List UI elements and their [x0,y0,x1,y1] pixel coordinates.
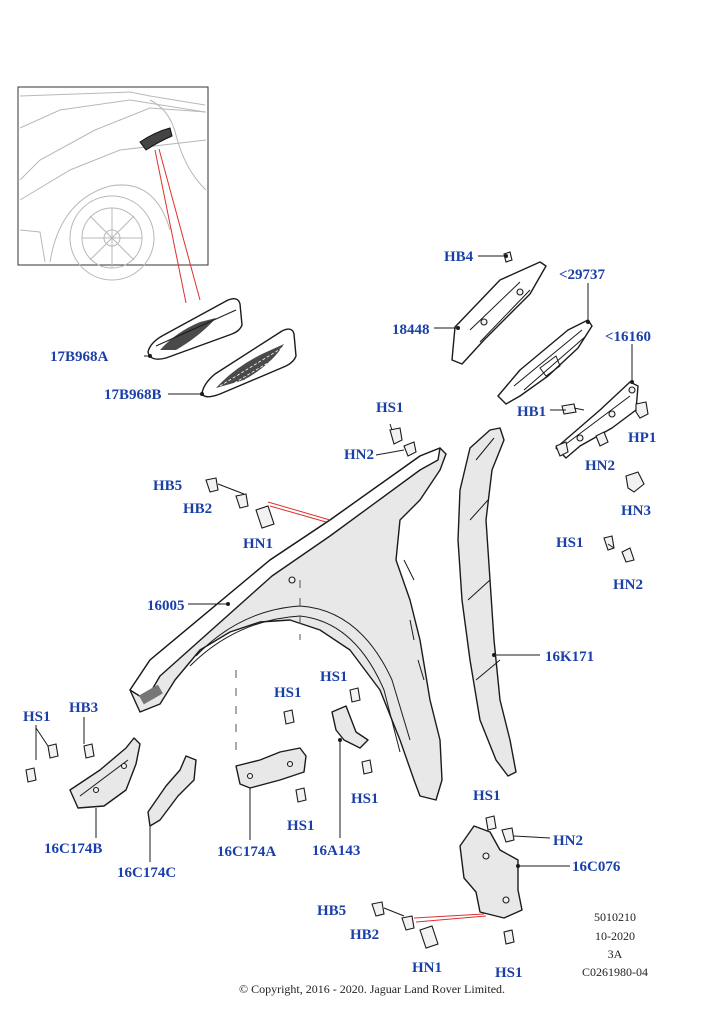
label-16160[interactable]: <16160 [605,329,651,345]
screw-hs1-b [389,427,403,445]
label-hn1-a[interactable]: HN1 [243,536,273,552]
screw-hs1-c [47,743,59,759]
label-hp1[interactable]: HP1 [628,430,656,446]
nut-hn2-c [403,441,417,457]
screw-hs1-f [295,787,307,803]
label-17b968b[interactable]: 17B968B [104,387,162,403]
leader-lines [35,254,634,868]
nut-hn2-b [621,547,635,563]
label-hb2-b[interactable]: HB2 [350,927,379,943]
label-hn2-d[interactable]: HN2 [553,833,583,849]
label-16k171[interactable]: 16K171 [545,649,594,665]
bracket-16a143 [331,705,369,749]
screw-hs1-j [503,929,515,945]
screw-hs1-i [485,815,497,831]
bolt-hb5-a [205,477,245,495]
meta-line-4: C0261980-04 [582,965,648,979]
label-hs1-c[interactable]: HS1 [23,709,51,725]
label-hn2-b[interactable]: HN2 [613,577,643,593]
label-hs1-b[interactable]: HS1 [376,400,404,416]
label-16c076[interactable]: 16C076 [572,859,621,875]
bolt-hb2-a [235,493,249,509]
label-hb5-a[interactable]: HB5 [153,478,182,494]
label-16c174a[interactable]: 16C174A [217,844,276,860]
nut-hn1-a [255,505,275,529]
label-hs1-e[interactable]: HS1 [320,669,348,685]
label-16c174b[interactable]: 16C174B [44,841,102,857]
screw-hs1-e [283,709,295,725]
nut-hn1-b [419,925,439,949]
nut-hn3 [625,471,645,493]
label-hn2-c[interactable]: HN2 [344,447,374,463]
clip-hp1 [635,401,649,419]
label-16005[interactable]: 16005 [147,598,185,614]
label-hb1[interactable]: HB1 [517,404,546,420]
meta-line-2: 10-2020 [595,929,635,943]
label-29737[interactable]: <29737 [559,267,606,283]
bolt-hb2-b [401,915,415,931]
bracket-16160 [555,381,639,459]
screw-hs1-h [361,759,373,775]
vehicle-inset [17,86,209,281]
bracket-16c174a [235,747,307,789]
label-18448[interactable]: 18448 [392,322,430,338]
screw-hs1-d [25,767,37,783]
bracket-16c076 [459,825,523,919]
screw-hs1-a [603,535,615,551]
panel-29737 [497,319,593,405]
side-vent-17b968b [201,328,297,398]
trim-18448 [451,251,547,365]
label-17b968a[interactable]: 17B968A [50,349,109,365]
meta-line-1: 5010210 [594,910,636,924]
label-16a143[interactable]: 16A143 [312,843,360,859]
label-hs1-d[interactable]: HS1 [274,685,302,701]
label-16c174c[interactable]: 16C174C [117,865,176,881]
label-hs1-a[interactable]: HS1 [556,535,584,551]
screw-hs1-g [349,687,361,703]
label-hs1-h[interactable]: HS1 [473,788,501,804]
liner-16k171 [457,427,517,777]
bracket-16c174b [69,737,141,809]
bolt-hb5-b [371,901,405,917]
copyright-notice: © Copyright, 2016 - 2020. Jaguar Land Ro… [239,982,505,996]
label-hn1-b[interactable]: HN1 [412,960,442,976]
label-hs1-g[interactable]: HS1 [287,818,315,834]
nut-hn2-a [595,431,609,447]
label-hb2-a[interactable]: HB2 [183,501,212,517]
label-hb5-b[interactable]: HB5 [317,903,346,919]
screw-hb1 [561,403,585,415]
meta-line-3: 3A [608,947,623,961]
label-hn2-a[interactable]: HN2 [585,458,615,474]
label-hs1-f[interactable]: HS1 [351,791,379,807]
screw-hb3 [83,743,95,759]
bracket-16c174c [147,755,197,827]
label-hs1-i[interactable]: HS1 [495,965,523,981]
side-vent-17b968a [147,297,243,360]
label-hn3[interactable]: HN3 [621,503,651,519]
nut-hn2-d [501,827,515,843]
label-hb3[interactable]: HB3 [69,700,98,716]
fender-16005 [129,447,447,801]
label-hb4[interactable]: HB4 [444,249,474,265]
